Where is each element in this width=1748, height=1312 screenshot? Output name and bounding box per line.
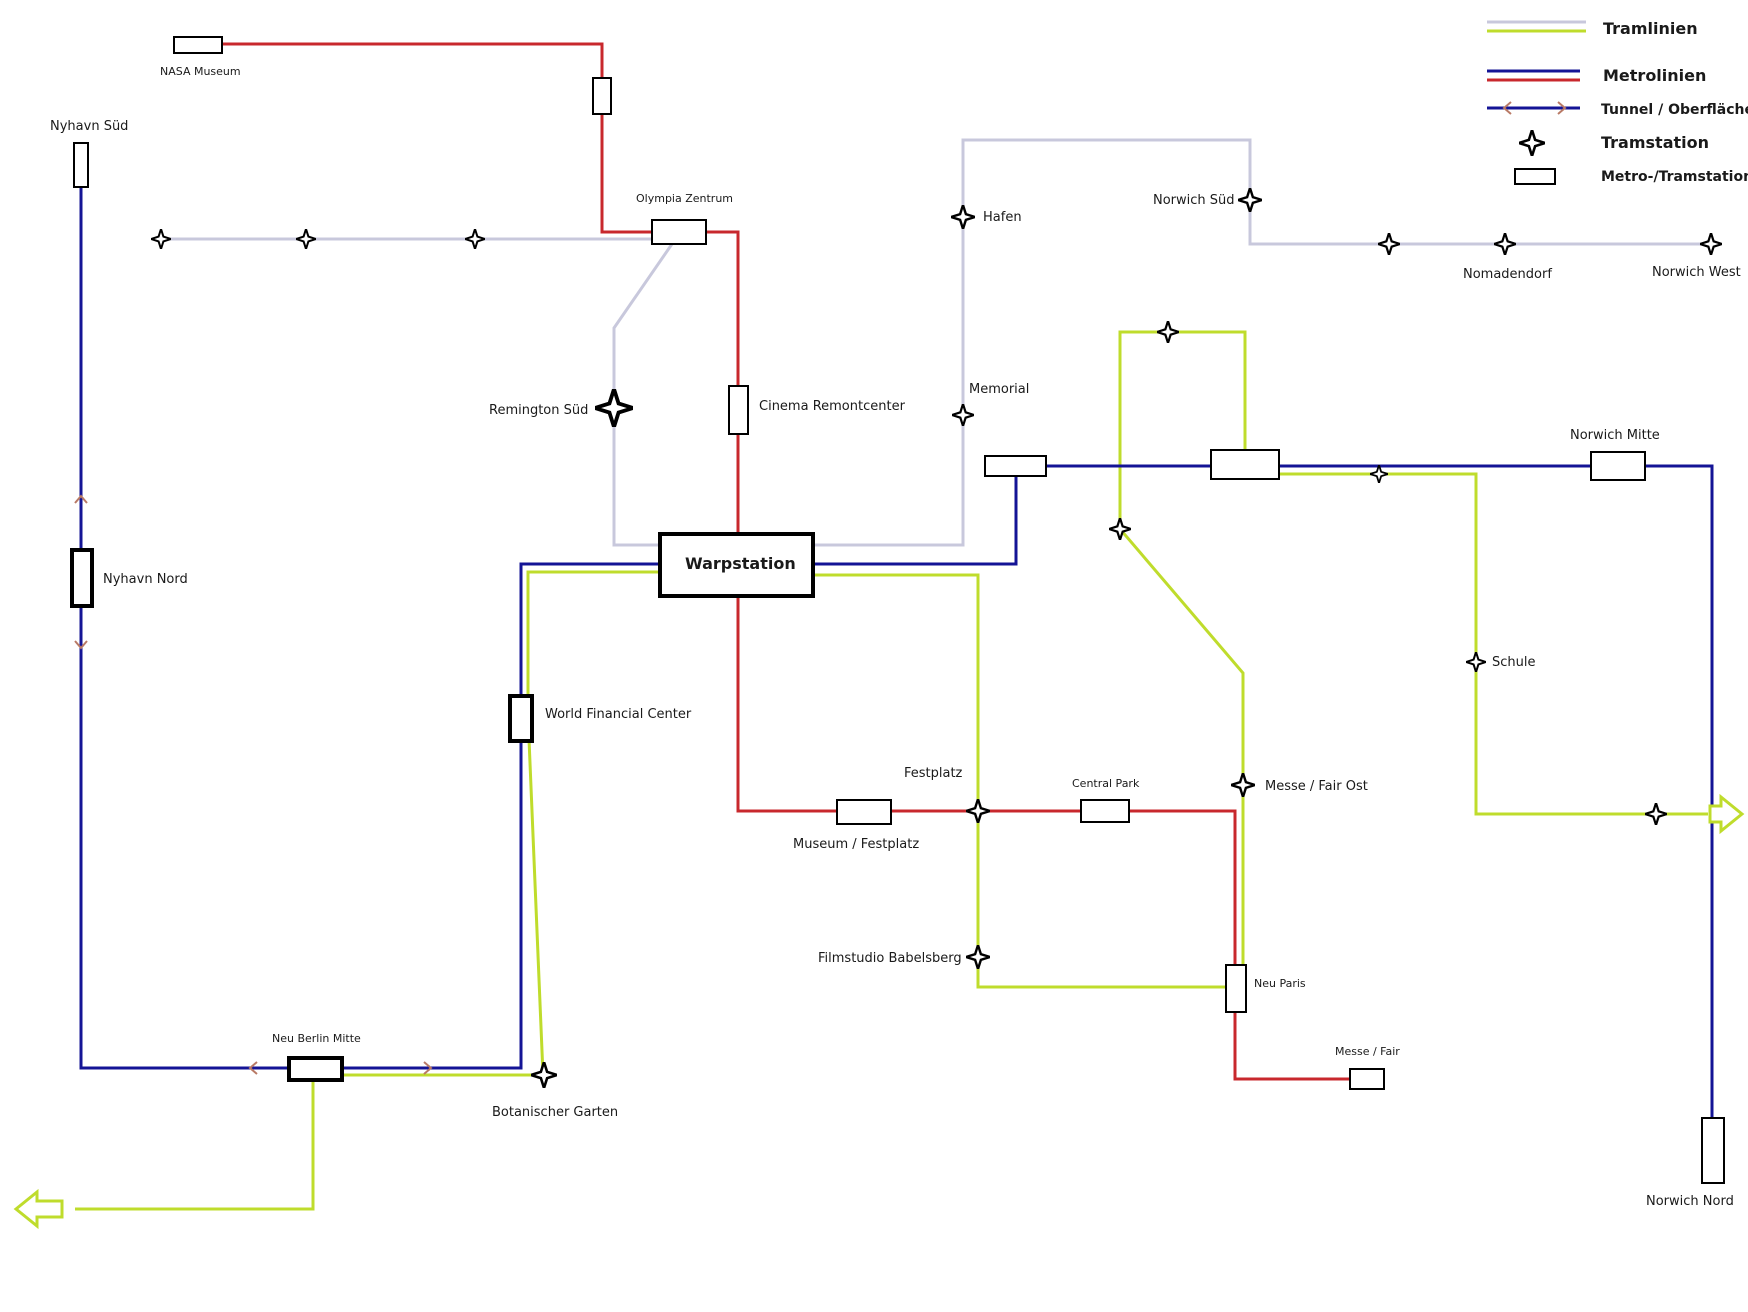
- tram-stop-star-icon-remington[interactable]: [595, 389, 633, 427]
- tunnel-arrow-icon: [248, 1061, 258, 1075]
- station-box-norwich-mitte[interactable]: [1590, 451, 1646, 481]
- legend: Tramlinien Metrolinien Tunnel / Oberfläc…: [1487, 19, 1748, 185]
- tram-line-loop: [1118, 330, 1247, 965]
- label-norwich-sued: Norwich Süd: [1153, 193, 1235, 208]
- tunnel-arrow-icon: [1557, 101, 1567, 115]
- label-warpstation: Warpstation: [685, 554, 796, 573]
- tram-stop-star-icon-memorial[interactable]: [952, 404, 974, 426]
- arrow-right-icon: [1708, 793, 1745, 835]
- label-remington-sued: Remington Süd: [489, 403, 588, 418]
- station-box-olympia-zentrum[interactable]: [651, 219, 707, 245]
- station-box-messe-fair[interactable]: [1349, 1068, 1385, 1090]
- metro-line-neuberlin-warp: [343, 562, 660, 1070]
- tram-stop-star-icon-norwich-west[interactable]: [1700, 233, 1722, 255]
- metro-line-nyhavn: [79, 186, 288, 1070]
- label-norwich-nord: Norwich Nord: [1646, 1194, 1734, 1209]
- label-hafen: Hafen: [983, 210, 1022, 225]
- tram-stop-star-icon-messe-ost[interactable]: [1231, 773, 1255, 797]
- tram-stop-star-icon-norwich-sued[interactable]: [1238, 188, 1262, 212]
- station-box-nasa-olympia-mid[interactable]: [592, 77, 612, 115]
- label-nyhavn-sued: Nyhavn Süd: [50, 119, 128, 134]
- tram-stop-star-icon-schule[interactable]: [1466, 652, 1486, 672]
- station-box-neu-berlin-mitte[interactable]: [287, 1056, 344, 1082]
- label-neu-paris: Neu Paris: [1254, 977, 1306, 990]
- tram-line-warp-neuparis: [813, 573, 1235, 989]
- label-central-park: Central Park: [1072, 777, 1140, 790]
- tram-stop-star-icon[interactable]: [1370, 465, 1388, 483]
- tram-stop-star-icon-festplatz[interactable]: [966, 799, 990, 823]
- station-box-warpstation[interactable]: [658, 532, 815, 598]
- label-messe-fair-ost: Messe / Fair Ost: [1265, 779, 1368, 794]
- tunnel-arrow-icon: [74, 640, 88, 650]
- tunnel-arrow-icon: [74, 494, 88, 504]
- station-labels: NASA Museum Nyhavn Süd Olympia Zentrum H…: [50, 65, 1741, 1209]
- legend-metro-box-icon: [1514, 168, 1556, 185]
- line-continues-arrows: [13, 793, 1745, 1230]
- station-box-memorial-east[interactable]: [984, 455, 1047, 477]
- label-schule: Schule: [1492, 655, 1536, 670]
- label-nasa-museum: NASA Museum: [160, 65, 241, 78]
- label-norwich-west: Norwich West: [1652, 265, 1741, 280]
- legend-metrostation: Metro-/Tramstation: [1601, 169, 1748, 185]
- station-box-nyhavn-sued[interactable]: [73, 142, 89, 188]
- tram-stop-star-icon[interactable]: [1157, 321, 1179, 343]
- tram-line-schule-east: [1278, 472, 1708, 816]
- station-box-norwich-nord[interactable]: [1701, 1117, 1725, 1184]
- arrow-left-icon: [13, 1188, 64, 1230]
- legend-tramlinien: Tramlinien: [1603, 19, 1698, 38]
- metro-line-warp-norwich-nord: [813, 464, 1714, 1118]
- label-messe-fair: Messe / Fair: [1335, 1045, 1400, 1058]
- label-olympia-zentrum: Olympia Zentrum: [636, 192, 733, 205]
- station-box-nasa-museum[interactable]: [173, 36, 223, 54]
- label-memorial: Memorial: [969, 382, 1029, 397]
- tram-stop-star-icon-botanischer[interactable]: [531, 1062, 557, 1088]
- tram-line-hafen-norwich-west: [813, 138, 1712, 547]
- tram-stop-star-icon[interactable]: [151, 229, 171, 249]
- label-botanischer-garten: Botanischer Garten: [492, 1105, 618, 1120]
- tram-line-warp-botanischer: [526, 570, 660, 1076]
- label-festplatz: Festplatz: [904, 766, 963, 781]
- tram-stop-star-icon-nomadendorf-w[interactable]: [1378, 233, 1400, 255]
- legend-metrolinien: Metrolinien: [1603, 66, 1706, 85]
- station-box-neu-paris[interactable]: [1225, 964, 1247, 1013]
- legend-tunnel: Tunnel / Oberfläche: [1601, 102, 1748, 118]
- tram-line-neuberlin-west: [75, 1080, 315, 1211]
- metro-stations: [70, 36, 1725, 1184]
- label-world-financial: World Financial Center: [545, 707, 692, 722]
- station-box-world-financial[interactable]: [508, 694, 534, 743]
- tram-stop-star-icon-hafen[interactable]: [951, 205, 975, 229]
- legend-tram-star-icon: [1519, 130, 1545, 156]
- station-box-cinema[interactable]: [728, 385, 749, 435]
- legend-tramstation: Tramstation: [1601, 133, 1709, 152]
- tunnel-arrow-icon: [1502, 101, 1512, 115]
- metro-line-nasa-olympia: [223, 42, 653, 234]
- metro-lines-blue: [79, 186, 1714, 1118]
- label-museum-festplatz: Museum / Festplatz: [793, 837, 919, 852]
- station-box-museum-festplatz[interactable]: [836, 799, 892, 825]
- tram-stop-star-icon-nomadendorf[interactable]: [1494, 233, 1516, 255]
- tunnel-markers: [74, 494, 433, 1075]
- label-filmstudio: Filmstudio Babelsberg: [818, 951, 962, 966]
- station-box-loop[interactable]: [1210, 449, 1280, 480]
- tunnel-arrow-icon: [423, 1061, 433, 1075]
- metro-line-olympia-warp: [707, 230, 740, 533]
- tram-stop-star-icon[interactable]: [1645, 803, 1667, 825]
- tram-lines-light: [160, 138, 1712, 547]
- station-box-central-park[interactable]: [1080, 799, 1130, 823]
- metro-line-warp-messefair: [736, 597, 1349, 1081]
- tram-line-remington: [612, 243, 674, 547]
- label-neu-berlin-mitte: Neu Berlin Mitte: [272, 1032, 361, 1045]
- tram-stop-star-icon-filmstudio[interactable]: [966, 945, 990, 969]
- tram-stop-star-icon[interactable]: [465, 229, 485, 249]
- label-cinema: Cinema Remontcenter: [759, 399, 906, 414]
- tram-stop-star-icon[interactable]: [296, 229, 316, 249]
- label-norwich-mitte: Norwich Mitte: [1570, 428, 1660, 443]
- label-nyhavn-nord: Nyhavn Nord: [103, 572, 188, 587]
- label-nomadendorf: Nomadendorf: [1463, 267, 1552, 282]
- station-box-nyhavn-nord[interactable]: [70, 548, 94, 608]
